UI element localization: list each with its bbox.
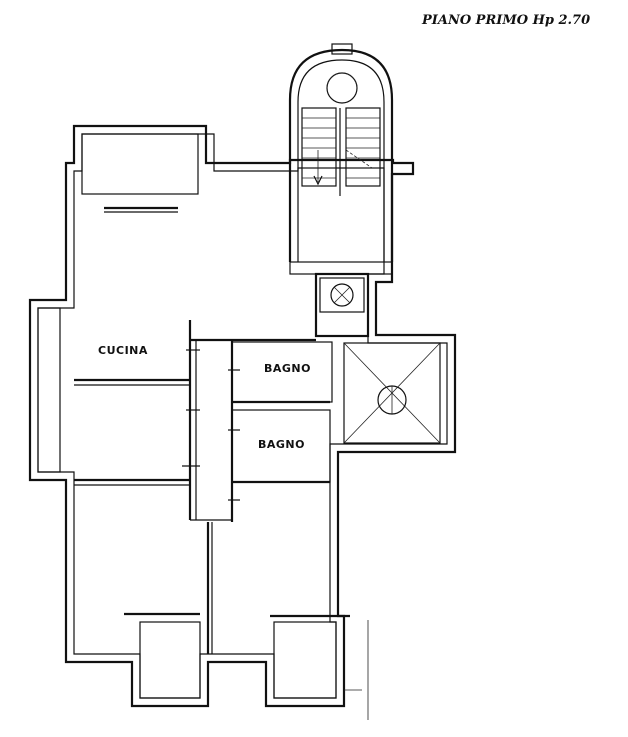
light-well (343, 342, 441, 444)
shaft-box (314, 272, 370, 338)
room-label-bathroom-1: BAGNO (264, 362, 311, 375)
balcony-top-left (81, 133, 199, 213)
plan-title: PIANO PRIMO Hp 2.70 (421, 13, 590, 28)
balcony-bottom-right (270, 614, 350, 699)
balcony-left (37, 307, 61, 473)
interior-walls (74, 320, 333, 654)
right-edge-ticks (344, 620, 369, 720)
stair-tower (288, 43, 394, 275)
stair-flights (301, 107, 381, 196)
room-label-kitchen: CUCINA (98, 344, 148, 357)
balcony-bottom-left (124, 612, 201, 699)
room-label-bathroom-2: BAGNO (258, 438, 305, 451)
